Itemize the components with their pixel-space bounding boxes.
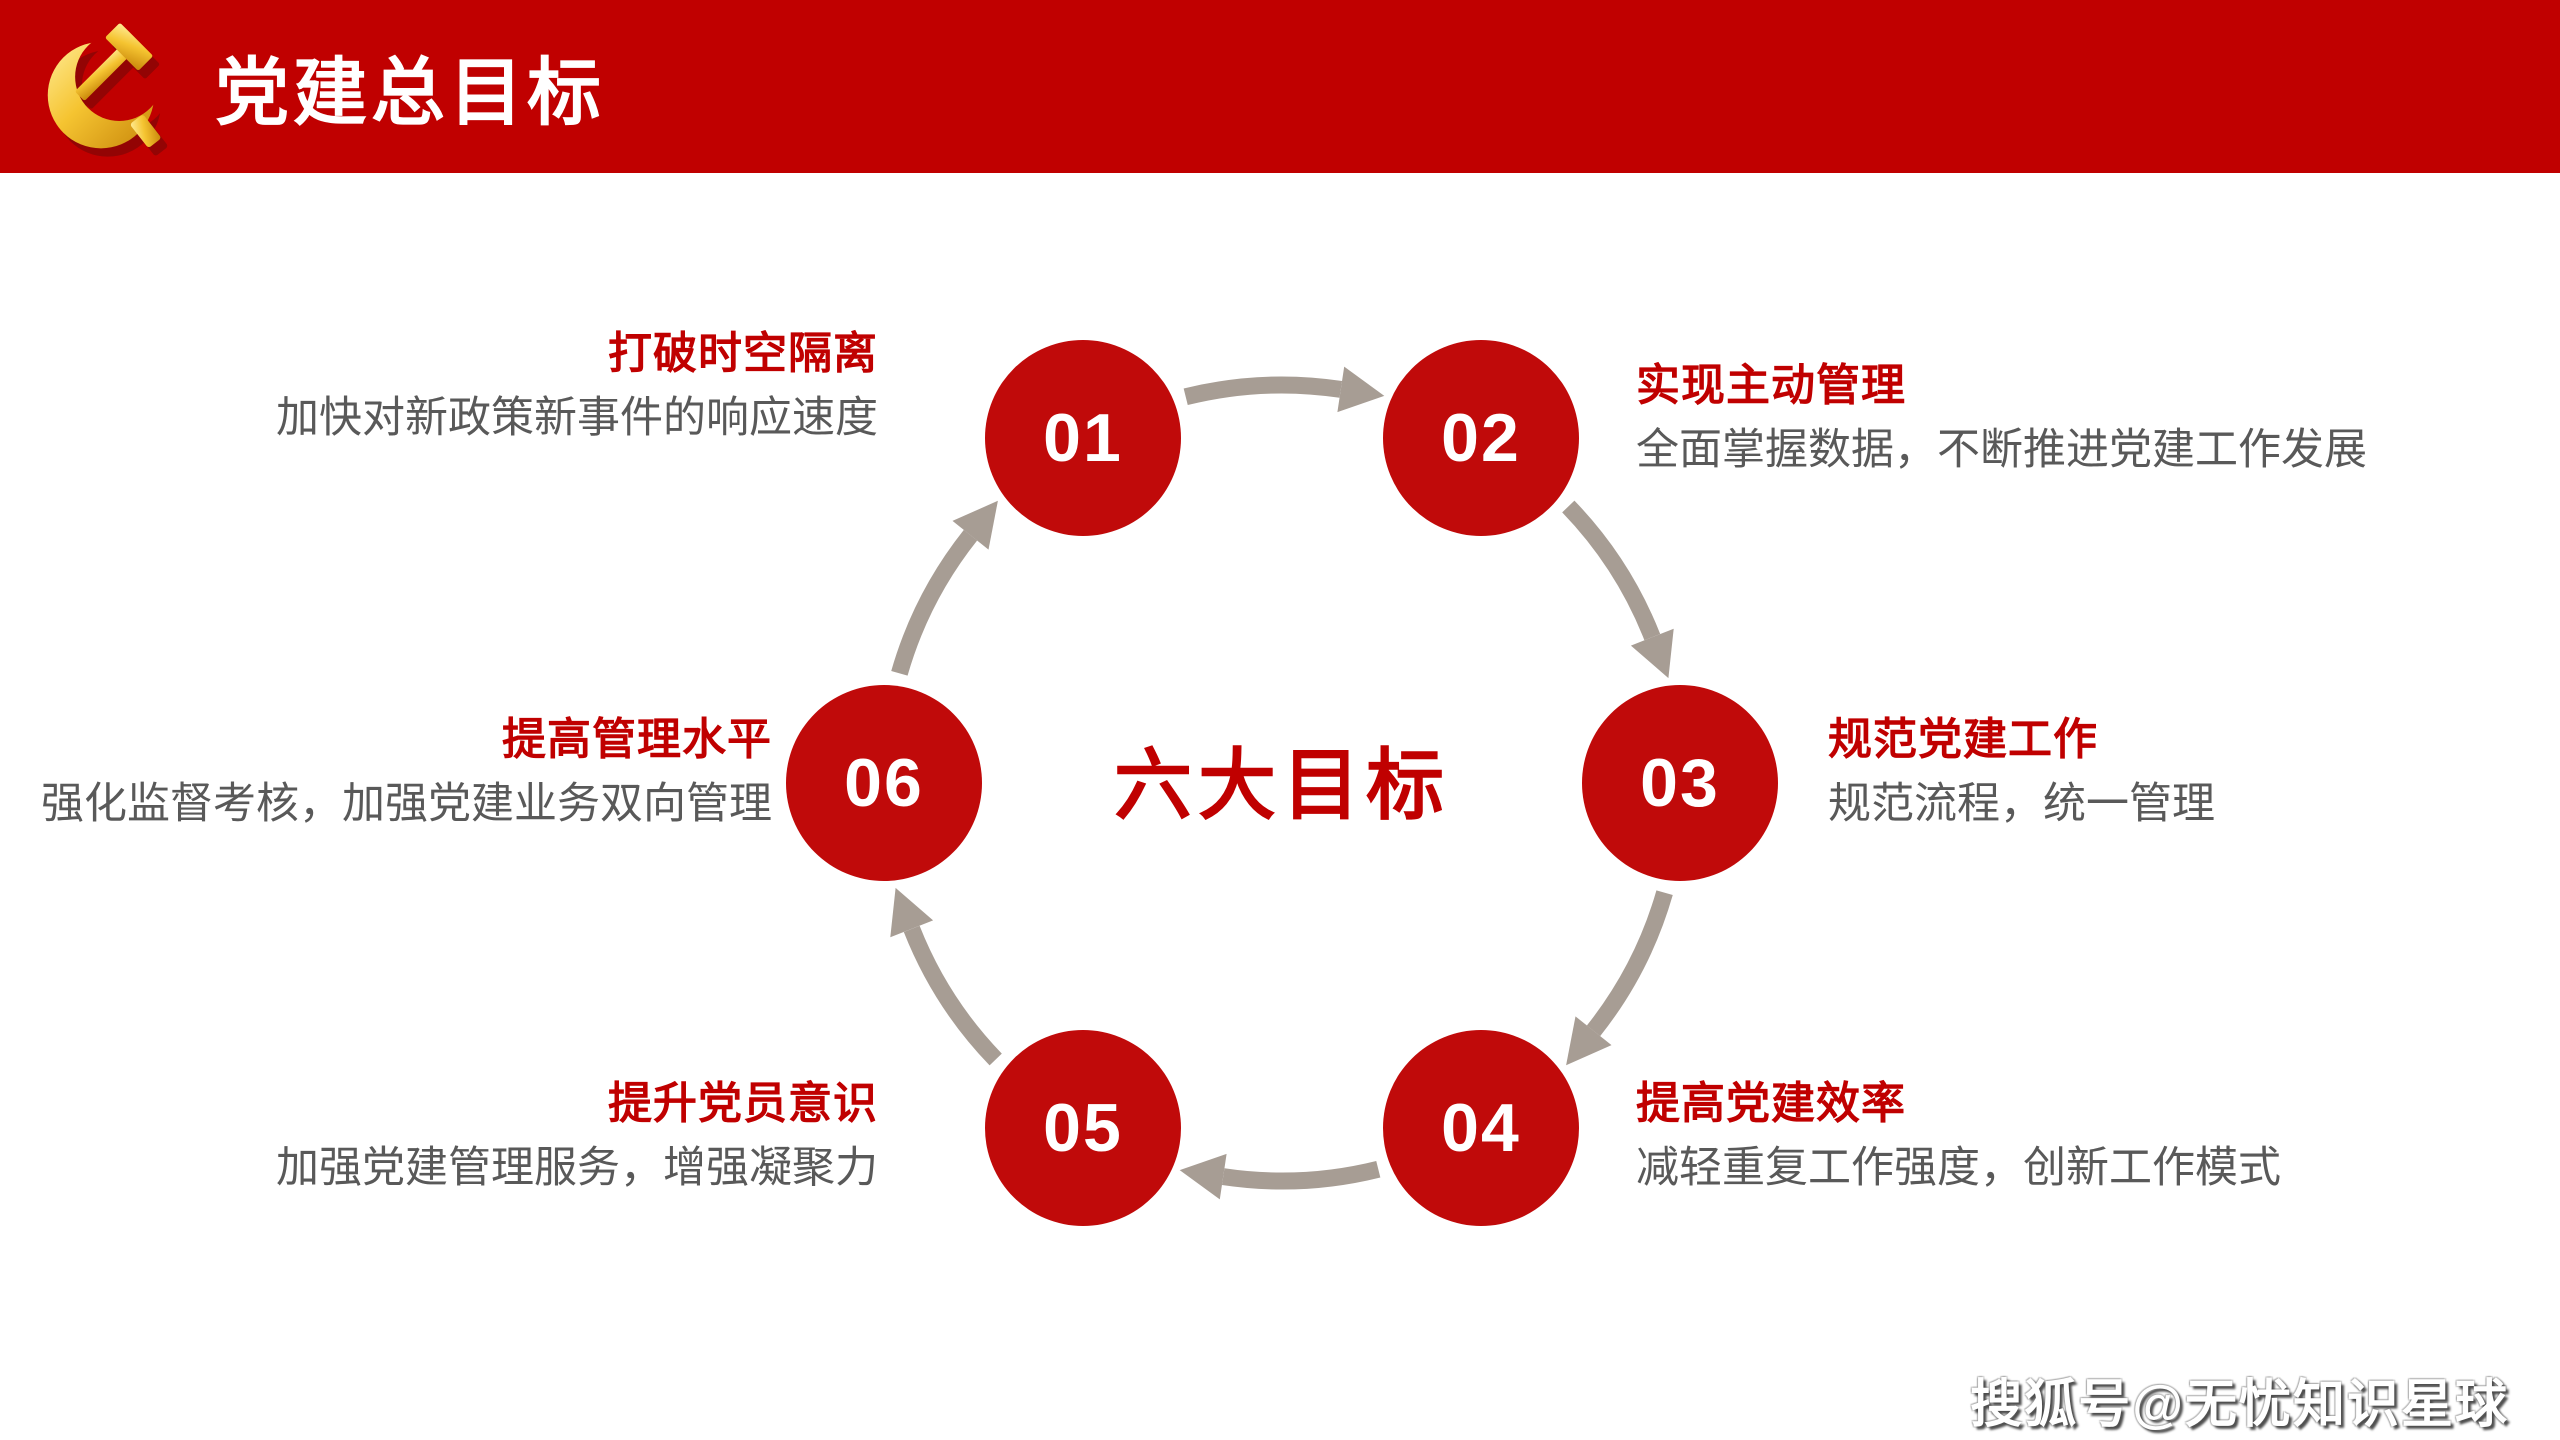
page-title: 党建总目标 [215,51,605,134]
goal-number: 02 [1441,400,1521,476]
goal-title: 规范党建工作 [1828,715,2098,764]
party-emblem-icon [47,23,168,157]
goal-desc: 加强党建管理服务，增强凝聚力 [276,1144,878,1193]
goal-desc: 规范流程，统一管理 [1828,780,2215,829]
goal-circle-02: 02 [1383,340,1579,536]
goal-desc: 全面掌握数据，不断推进党建工作发展 [1636,426,2367,475]
goal-title: 实现主动管理 [1636,361,1906,410]
goal-text-03: 规范党建工作 规范流程，统一管理 [1828,715,2215,829]
goal-text-02: 实现主动管理 全面掌握数据，不断推进党建工作发展 [1636,361,2367,475]
goal-number: 03 [1640,745,1720,821]
goal-number: 04 [1441,1090,1521,1166]
goal-number: 01 [1043,400,1123,476]
goal-number: 06 [844,745,924,821]
goal-text-05: 提升党员意识 加强党建管理服务，增强凝聚力 [276,1079,878,1193]
watermark: 搜狐号@无忧知识星球 [1970,1376,2509,1434]
header-bar: 党建总目标 [0,0,2560,173]
goal-number: 05 [1043,1090,1123,1166]
goal-circle-05: 05 [985,1030,1181,1226]
goal-text-01: 打破时空隔离 加快对新政策新事件的响应速度 [276,329,878,443]
goal-circle-04: 04 [1383,1030,1579,1226]
goal-title: 提高党建效率 [1636,1079,1906,1128]
goal-text-04: 提高党建效率 减轻重复工作强度，创新工作模式 [1636,1079,2281,1193]
goal-text-06: 提高管理水平 强化监督考核，加强党建业务双向管理 [41,715,772,829]
center-label: 六大目标 [1113,741,1450,829]
goal-circle-06: 06 [786,685,982,881]
goal-desc: 加快对新政策新事件的响应速度 [276,394,878,443]
goal-circle-01: 01 [985,340,1181,536]
goal-circle-03: 03 [1582,685,1778,881]
goal-title: 打破时空隔离 [608,329,878,378]
goal-desc: 减轻重复工作强度，创新工作模式 [1636,1144,2281,1193]
goal-title: 提升党员意识 [608,1079,878,1128]
goal-title: 提高管理水平 [502,715,772,764]
goal-desc: 强化监督考核，加强党建业务双向管理 [41,780,772,829]
